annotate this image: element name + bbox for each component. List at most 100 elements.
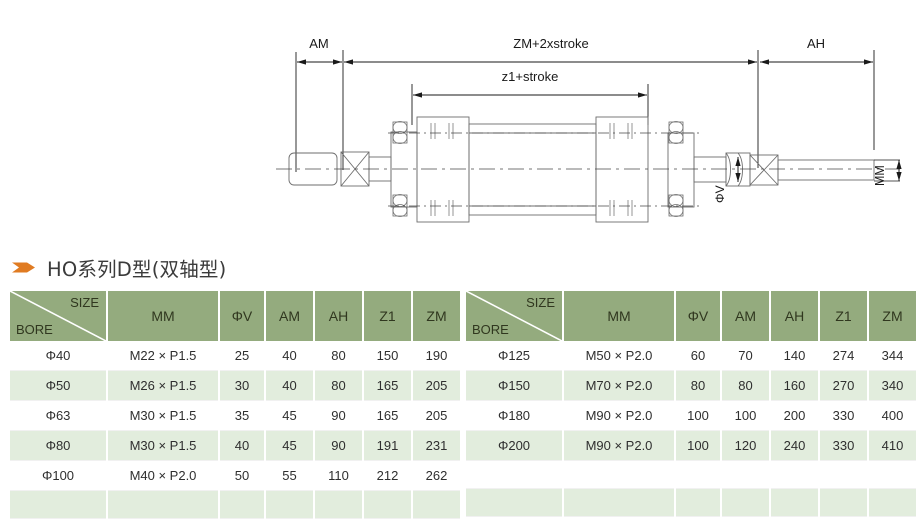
cell-bore: Φ125 — [466, 341, 562, 371]
cell-ah: 160 — [771, 371, 818, 401]
cell-zm: 205 — [413, 401, 460, 431]
table-row: Φ180 M90 × P2.0 100 100 200 330 400 — [466, 401, 916, 431]
table-body: Φ40 M22 × P1.5 25 40 80 150 190 Φ50 M26 … — [10, 341, 460, 519]
cell-mm: M30 × P1.5 — [108, 431, 218, 461]
cell-z1: 165 — [364, 401, 411, 431]
dimension-ah: AH — [760, 36, 873, 65]
cell-z1: 191 — [364, 431, 411, 461]
extension-lines — [295, 50, 875, 172]
table-row: Φ80 M30 × P1.5 40 45 90 191 231 — [10, 431, 460, 461]
cell-empty — [10, 491, 106, 519]
cell-zm: 400 — [869, 401, 916, 431]
header-col-mm: MM — [108, 291, 218, 341]
cell-am: 100 — [722, 401, 769, 431]
cell-zm: 205 — [413, 371, 460, 401]
cell-am: 70 — [722, 341, 769, 371]
cell-zm: 344 — [869, 341, 916, 371]
cell-phi-v: 50 — [220, 461, 264, 491]
header-col-z1: Z1 — [820, 291, 867, 341]
header-col-am: AM — [722, 291, 769, 341]
cell-empty — [676, 489, 720, 517]
header-col-ah: AH — [315, 291, 362, 341]
table-header: SIZE BORE MM ΦV AM AH Z1 ZM — [466, 291, 916, 341]
cell-am: 80 — [722, 371, 769, 401]
cell-phi-v: 35 — [220, 401, 264, 431]
cell-empty — [220, 491, 264, 519]
header-corner-bore-size: SIZE BORE — [10, 291, 106, 341]
table-row-empty — [10, 491, 460, 519]
cell-ah: 110 — [315, 461, 362, 491]
header-col-ah: AH — [771, 291, 818, 341]
dimension-z1-stroke: z1+stroke — [413, 69, 647, 98]
cell-empty — [820, 461, 867, 489]
cell-empty — [869, 489, 916, 517]
header-col-zm: ZM — [413, 291, 460, 341]
table-row: Φ40 M22 × P1.5 25 40 80 150 190 — [10, 341, 460, 371]
cell-mm: M40 × P2.0 — [108, 461, 218, 491]
dimension-label-z1-stroke: z1+stroke — [502, 69, 559, 84]
cell-empty — [364, 491, 411, 519]
cell-mm: M26 × P1.5 — [108, 371, 218, 401]
cell-ah: 80 — [315, 341, 362, 371]
cell-bore: Φ80 — [10, 431, 106, 461]
cell-am: 45 — [266, 401, 313, 431]
dimension-label-phi-v: ΦV — [713, 185, 727, 203]
header-row: SIZE BORE MM ΦV AM AH Z1 ZM — [10, 291, 460, 341]
cell-empty — [722, 461, 769, 489]
section-title: HO系列D型(双轴型) — [12, 252, 226, 282]
cell-bore: Φ63 — [10, 401, 106, 431]
cell-phi-v: 60 — [676, 341, 720, 371]
spec-table-left: SIZE BORE MM ΦV AM AH Z1 ZM Φ40 M22 × P1… — [8, 291, 460, 519]
corner-diagonal-line — [466, 291, 562, 341]
cell-am: 120 — [722, 431, 769, 461]
cell-empty — [564, 461, 674, 489]
cell-z1: 274 — [820, 341, 867, 371]
dimension-zm-stroke: ZM+2xstroke — [344, 36, 757, 65]
spec-table-right: SIZE BORE MM ΦV AM AH Z1 ZM Φ125 M50 × P… — [464, 291, 916, 517]
cell-empty — [108, 491, 218, 519]
cylinder-technical-drawing: AM ZM+2xstroke z1+stroke AH — [0, 0, 922, 240]
cell-empty — [466, 461, 562, 489]
cell-empty — [820, 489, 867, 517]
cell-z1: 150 — [364, 341, 411, 371]
table-row: Φ50 M26 × P1.5 30 40 80 165 205 — [10, 371, 460, 401]
cell-z1: 270 — [820, 371, 867, 401]
dimension-phi-v: ΦV — [713, 157, 741, 203]
dimension-mm: MM — [873, 159, 902, 186]
cell-zm: 262 — [413, 461, 460, 491]
cell-ah: 90 — [315, 431, 362, 461]
table-row: Φ63 M30 × P1.5 35 45 90 165 205 — [10, 401, 460, 431]
cell-empty — [266, 491, 313, 519]
cell-z1: 212 — [364, 461, 411, 491]
table-body: Φ125 M50 × P2.0 60 70 140 274 344 Φ150 M… — [466, 341, 916, 517]
cell-phi-v: 40 — [220, 431, 264, 461]
drawing-canvas: AM ZM+2xstroke z1+stroke AH — [276, 36, 902, 223]
cell-am: 45 — [266, 431, 313, 461]
table-row: Φ150 M70 × P2.0 80 80 160 270 340 — [466, 371, 916, 401]
header-bore-label: BORE — [16, 322, 53, 337]
cell-mm: M30 × P1.5 — [108, 401, 218, 431]
cell-empty — [315, 491, 362, 519]
table-row: Φ100 M40 × P2.0 50 55 110 212 262 — [10, 461, 460, 491]
cylinder-body — [288, 116, 875, 223]
cell-phi-v: 100 — [676, 431, 720, 461]
cell-phi-v: 100 — [676, 401, 720, 431]
cell-mm: M90 × P2.0 — [564, 401, 674, 431]
header-col-am: AM — [266, 291, 313, 341]
cell-ah: 80 — [315, 371, 362, 401]
cell-z1: 165 — [364, 371, 411, 401]
cell-phi-v: 30 — [220, 371, 264, 401]
cell-ah: 90 — [315, 401, 362, 431]
cell-ah: 240 — [771, 431, 818, 461]
cylinder-barrel — [468, 123, 597, 216]
cell-phi-v: 80 — [676, 371, 720, 401]
cell-empty — [413, 491, 460, 519]
cell-bore: Φ200 — [466, 431, 562, 461]
dimension-am: AM — [297, 36, 342, 65]
cell-am: 40 — [266, 341, 313, 371]
corner-diagonal-line — [10, 291, 106, 341]
cell-empty — [722, 489, 769, 517]
arrow-bullet-icon — [12, 262, 35, 272]
header-corner-bore-size: SIZE BORE — [466, 291, 562, 341]
cell-mm: M50 × P2.0 — [564, 341, 674, 371]
